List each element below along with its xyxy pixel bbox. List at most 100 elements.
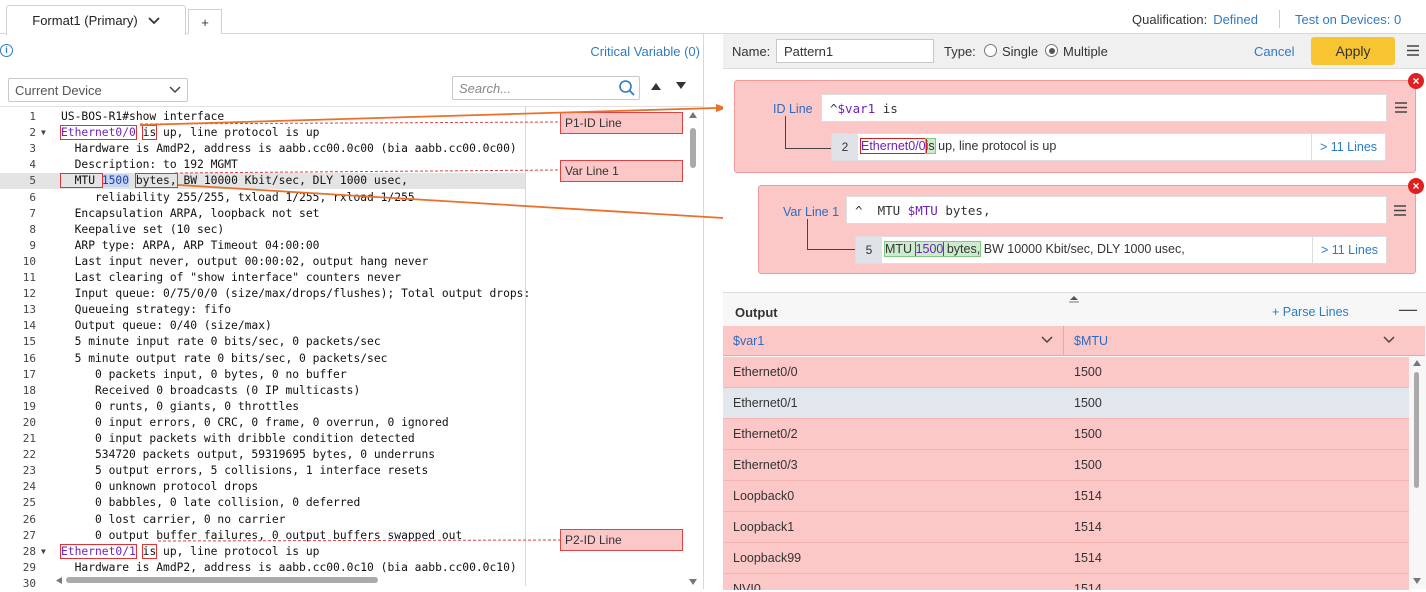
code-line[interactable]: 23 5 output errors, 5 collisions, 1 inte… xyxy=(0,463,525,479)
code-line[interactable]: 20 0 input errors, 0 CRC, 0 frame, 0 ove… xyxy=(0,415,525,431)
code-line[interactable]: 9 ARP type: ARPA, ARP Timeout 04:00:00 xyxy=(0,238,525,254)
type-multiple-radio[interactable] xyxy=(1045,44,1058,57)
code-line[interactable]: 7 Encapsulation ARPA, loopback not set xyxy=(0,206,525,222)
critical-variable-link[interactable]: Critical Variable (0) xyxy=(590,44,700,59)
line-number: 2 xyxy=(29,126,36,140)
cell-mtu: 1514 xyxy=(1074,551,1102,565)
info-icon[interactable]: i xyxy=(0,44,13,57)
code-line[interactable]: 2▼Ethernet0/0 is up, line protocol is up xyxy=(0,125,525,141)
line-number: 8 xyxy=(29,222,36,236)
code-line[interactable]: 30 xyxy=(0,576,525,592)
var-line-expression-input[interactable]: ^ MTU $MTU bytes, xyxy=(846,196,1387,224)
code-line[interactable]: 24 0 unknown protocol drops xyxy=(0,479,525,495)
code-line[interactable]: 17 0 packets input, 0 bytes, 0 no buffer xyxy=(0,367,525,383)
cancel-button[interactable]: Cancel xyxy=(1254,44,1295,59)
code-line[interactable]: 6 reliability 255/255, txload 1/255, rxl… xyxy=(0,190,525,206)
fold-arrow-icon[interactable]: ▼ xyxy=(41,546,46,556)
code-line[interactable]: 28▼Ethernet0/1 is up, line protocol is u… xyxy=(0,543,525,560)
p2-id-line-label[interactable]: P2-ID Line xyxy=(560,529,683,551)
previous-match-icon[interactable] xyxy=(650,81,662,91)
cell-mtu: 1514 xyxy=(1074,489,1102,503)
next-match-icon[interactable] xyxy=(675,81,687,91)
code-line[interactable]: 14 Output queue: 0/40 (size/max) xyxy=(0,318,525,334)
code-text: Received 0 broadcasts (0 IP multicasts) xyxy=(61,383,361,397)
qualification-value-link[interactable]: Defined xyxy=(1213,12,1258,27)
collapse-icon[interactable]: — xyxy=(1399,299,1417,319)
column-header-mtu[interactable]: $MTU xyxy=(1074,334,1109,348)
code-text: 0 input packets with dribble condition d… xyxy=(61,432,415,445)
var-line-1-label[interactable]: Var Line 1 xyxy=(560,160,683,182)
code-line[interactable]: 8 Keepalive set (10 sec) xyxy=(0,222,525,238)
pattern-name-input[interactable]: Pattern1 xyxy=(776,39,934,63)
line-number: 23 xyxy=(22,464,36,478)
code-line[interactable]: 5 MTU 1500 bytes, BW 10000 Kbit/sec, DLY… xyxy=(0,173,525,190)
cell-var1: Loopback0 xyxy=(733,489,795,503)
parse-lines-button[interactable]: + Parse Lines xyxy=(1272,305,1349,319)
type-multiple-label[interactable]: Multiple xyxy=(1063,44,1108,59)
table-row[interactable]: Loopback0 1514 xyxy=(723,481,1409,512)
code-line[interactable]: 26 0 lost carrier, 0 no carrier xyxy=(0,512,525,528)
code-line[interactable]: 11 Last clearing of "show interface" cou… xyxy=(0,270,525,286)
apply-button[interactable]: Apply xyxy=(1311,37,1395,65)
code-line[interactable]: 15 5 minute input rate 0 bits/sec, 0 pac… xyxy=(0,334,525,350)
test-on-devices-link[interactable]: Test on Devices: 0 xyxy=(1295,12,1402,27)
type-single-label[interactable]: Single xyxy=(1002,44,1039,59)
line-number: 6 xyxy=(29,190,36,204)
code-line[interactable]: 16 5 minute output rate 0 bits/sec, 0 pa… xyxy=(0,351,525,367)
column-header-var1[interactable]: $var1 xyxy=(733,334,765,348)
search-icon[interactable] xyxy=(618,79,636,97)
fold-arrow-icon[interactable]: ▼ xyxy=(41,128,46,138)
menu-icon[interactable] xyxy=(1406,44,1420,57)
code-text: reliability 255/255, txload 1/255, rxloa… xyxy=(61,190,415,204)
type-single-radio[interactable] xyxy=(984,44,997,57)
p1-id-line-label[interactable]: P1-ID Line xyxy=(560,112,683,134)
chevron-down-icon[interactable] xyxy=(148,16,160,25)
more-lines-link[interactable]: > 11 Lines xyxy=(1312,237,1386,263)
code-line[interactable]: 25 0 babbles, 0 late collision, 0 deferr… xyxy=(0,495,525,511)
chevron-down-icon[interactable] xyxy=(1041,334,1053,346)
editor-vertical-scrollbar[interactable] xyxy=(688,112,698,585)
code-line[interactable]: 19 0 runts, 0 giants, 0 throttles xyxy=(0,399,525,415)
var-line-sample: 5 MTU 1500 bytes, BW 10000 Kbit/sec, DLY… xyxy=(855,236,1387,264)
editor-horizontal-scrollbar[interactable] xyxy=(56,574,700,586)
output-vertical-scrollbar[interactable] xyxy=(1411,356,1423,588)
cell-var1: Ethernet0/3 xyxy=(733,458,798,472)
qualification: Qualification:Defined xyxy=(1132,12,1258,27)
search-input[interactable]: Search... xyxy=(452,76,640,100)
add-tab-button[interactable]: + xyxy=(188,9,222,34)
cell-var1: NVI0 xyxy=(733,582,761,590)
close-icon[interactable]: × xyxy=(1408,178,1424,194)
line-number: 9 xyxy=(29,238,36,252)
chevron-down-icon[interactable] xyxy=(1383,334,1395,346)
code-line[interactable]: 18 Received 0 broadcasts (0 IP multicast… xyxy=(0,383,525,399)
code-line[interactable]: 27 0 output buffer failures, 0 output bu… xyxy=(0,528,525,544)
code-text: Last clearing of "show interface" counte… xyxy=(61,271,402,284)
code-line[interactable]: 22 534720 packets output, 59319695 bytes… xyxy=(0,447,525,463)
menu-icon[interactable] xyxy=(1395,102,1407,113)
device-select[interactable]: Current Device xyxy=(8,78,188,102)
code-line[interactable]: 3 Hardware is AmdP2, address is aabb.cc0… xyxy=(0,141,525,157)
resize-handle-icon[interactable] xyxy=(1068,295,1080,303)
code-line[interactable]: 10 Last input never, output 00:00:02, ou… xyxy=(0,254,525,270)
tab-format1-primary[interactable]: Format1 (Primary) xyxy=(6,5,186,35)
menu-icon[interactable] xyxy=(1394,205,1406,216)
close-icon[interactable]: × xyxy=(1408,73,1424,89)
code-line[interactable]: 29 Hardware is AmdP2, address is aabb.cc… xyxy=(0,560,525,576)
code-line[interactable]: 4 Description: to 192 MGMT xyxy=(0,157,525,173)
code-line[interactable]: 21 0 input packets with dribble conditio… xyxy=(0,431,525,447)
code-line[interactable]: 13 Queueing strategy: fifo xyxy=(0,302,525,318)
id-line-expression-input[interactable]: ^$var1 is xyxy=(821,94,1387,122)
code-line[interactable]: 12 Input queue: 0/75/0/0 (size/max/drops… xyxy=(0,286,531,302)
more-lines-link[interactable]: > 11 Lines xyxy=(1311,134,1385,160)
code-text: 0 lost carrier, 0 no carrier xyxy=(61,512,286,526)
